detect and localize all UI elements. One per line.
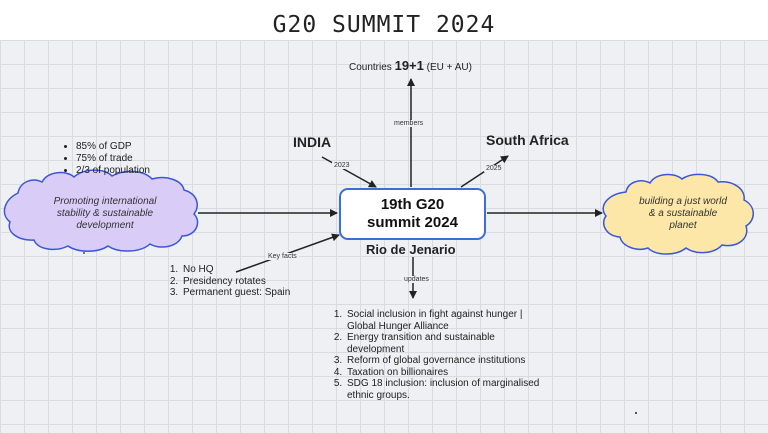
left-cloud-text: Promoting international stability & sust…: [53, 196, 157, 231]
center-node[interactable]: 19th G20 summit 2024: [339, 188, 486, 240]
stray-dot: [83, 252, 85, 254]
edge-label-members: members: [392, 120, 426, 127]
key-fact-item: Permanent guest: Spain: [181, 287, 320, 299]
right-cloud-shape: [602, 173, 754, 255]
center-title-line2: summit 2024: [367, 214, 458, 231]
key-fact-item: No HQ: [181, 264, 320, 276]
update-item: SDG 18 inclusion: inclusion of marginali…: [345, 378, 546, 401]
right-cloud-text: building a just world & a sustainable pl…: [639, 196, 727, 231]
stats-list: 85% of GDP 75% of trade 2/3 of populatio…: [62, 141, 150, 177]
edge-label-key-facts: Key facts: [266, 253, 299, 260]
south-africa-label: South Africa: [486, 132, 569, 148]
key-facts-list: No HQ Presidency rotates Permanent guest…: [170, 264, 320, 299]
arrow-india-to-center: [321, 156, 377, 188]
countries-label: Countries 19+1 (EU + AU): [349, 59, 472, 74]
left-cloud-shape: [3, 169, 199, 252]
edge-label-south-africa-year: 2025: [484, 165, 504, 172]
update-item: Energy transition and sustainable develo…: [345, 332, 546, 355]
stat-item: 2/3 of population: [76, 165, 150, 177]
center-caption: Rio de Jenario: [366, 242, 456, 257]
update-item: Taxation on billionaires: [345, 367, 546, 379]
stat-item: 85% of GDP: [76, 141, 150, 153]
key-fact-item: Presidency rotates: [181, 276, 320, 288]
edge-label-india-year: 2023: [332, 162, 352, 169]
updates-list: Social inclusion in fight against hunger…: [334, 309, 546, 401]
update-item: Reform of global governance institutions: [345, 355, 546, 367]
stat-item: 75% of trade: [76, 153, 150, 165]
india-label: INDIA: [293, 134, 332, 150]
countries-prefix: Countries: [349, 62, 392, 73]
countries-count: 19+1: [394, 58, 424, 73]
countries-suffix: (EU + AU): [426, 62, 472, 73]
center-title-line1: 19th G20: [380, 196, 445, 213]
page-title: G20 SUMMIT 2024: [272, 12, 496, 38]
update-item: Social inclusion in fight against hunger…: [345, 309, 546, 332]
stray-dot: [635, 412, 637, 414]
edge-label-updates: updates: [402, 276, 431, 283]
